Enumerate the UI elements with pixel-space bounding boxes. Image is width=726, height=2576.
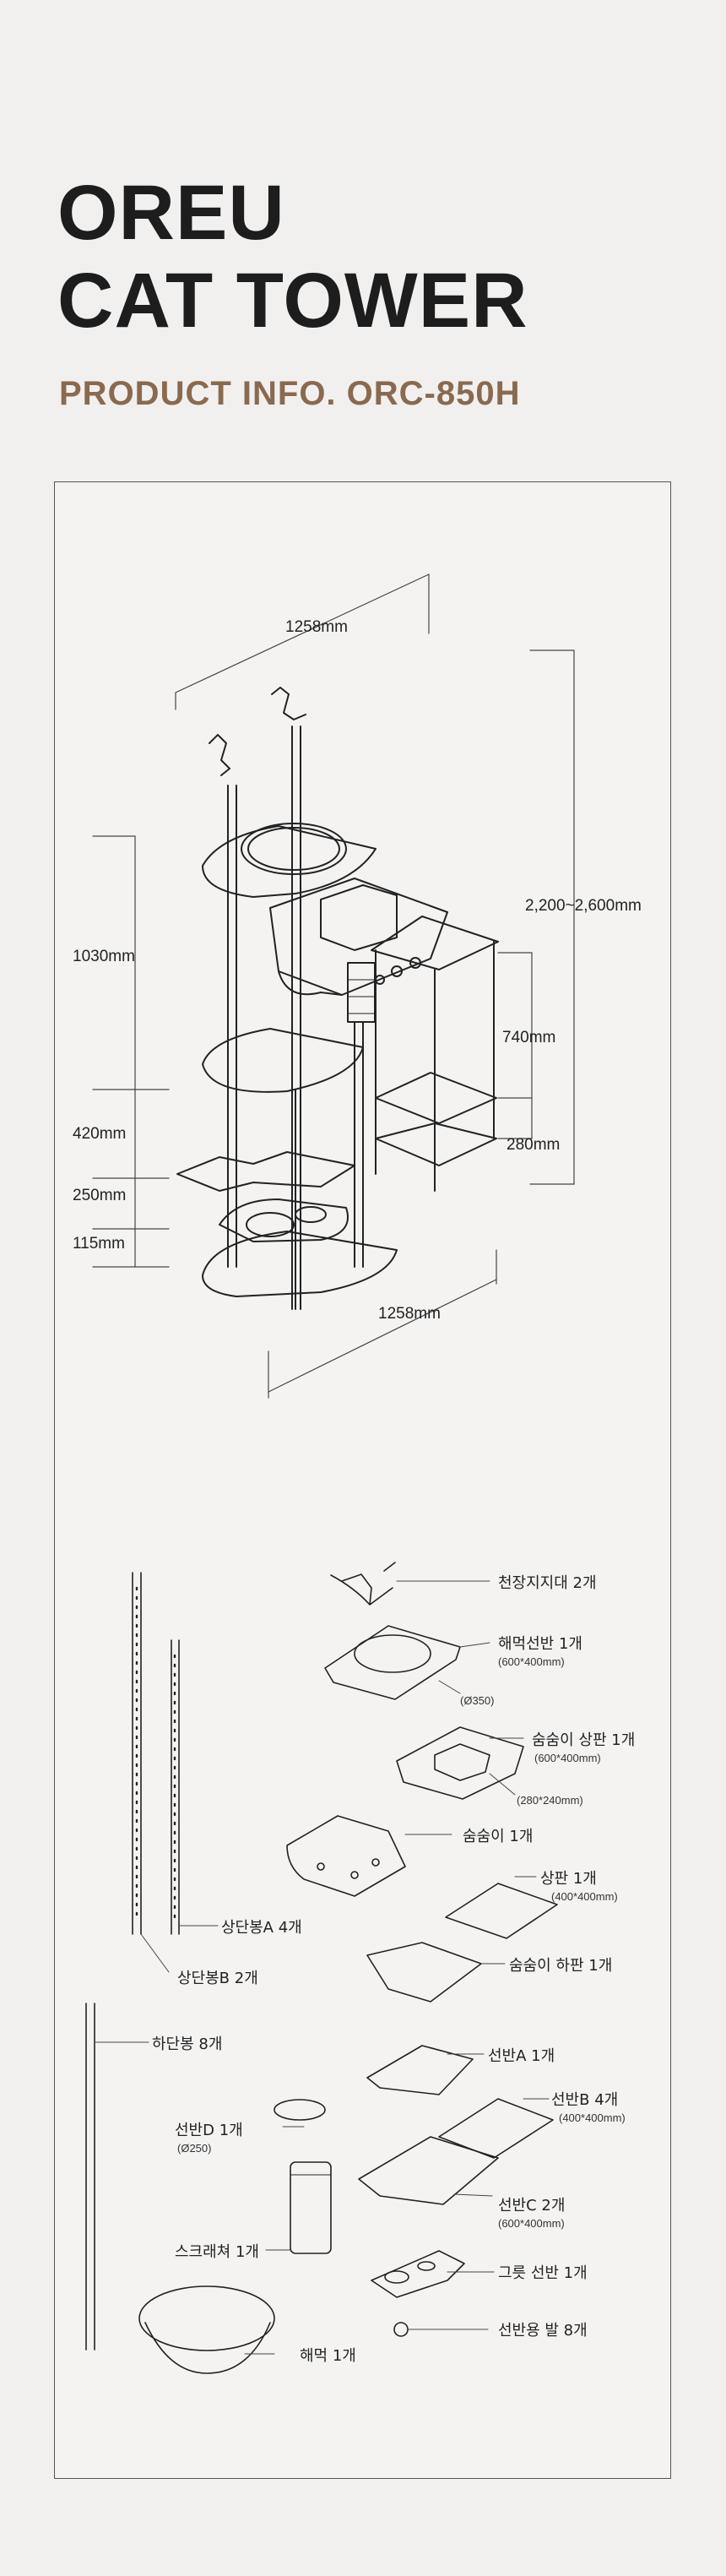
part-shelf-d: 선반D 1개 [175,2122,243,2139]
part-hammock-shelf-size: (600*400mm) [498,1655,565,1668]
part-top-plate-size: (400*400mm) [551,1890,618,1903]
dim-115: 115mm [73,1235,125,1253]
hammock-shelf [202,823,377,898]
product-diagram-frame [54,481,671,2479]
product-subtitle: PRODUCT INFO. ORC-850H [59,375,521,412]
part-upper-pole-b: 상단봉B 2개 [177,1970,258,1987]
part-shelf-c: 선반C 2개 [498,2197,566,2215]
dim-bottom-width: 1258mm [378,1305,441,1323]
part-shelf-c-size: (600*400mm) [498,2217,565,2230]
part-hammock-shelf: 해먹선반 1개 [498,1635,582,1653]
title-line-2: CAT TOWER [57,258,528,344]
dim-1030: 1030mm [73,948,135,965]
leader-lines [94,1580,550,2355]
part-hammock: 해먹 1개 [300,2347,356,2365]
part-scratcher: 스크래쳐 1개 [175,2243,259,2261]
part-shelf-b-size: (400*400mm) [559,2111,626,2124]
dim-top-width: 1258mm [285,618,348,636]
part-shelf-feet: 선반용 발 8개 [498,2322,588,2340]
part-ceiling-support: 천장지지대 2개 [498,1574,597,1592]
part-upper-pole-a: 상단봉A 4개 [221,1919,302,1937]
part-hideout: 숨숨이 1개 [463,1828,534,1845]
parts-drawings [85,1562,558,2374]
dim-280: 280mm [507,1136,561,1154]
dim-420: 420mm [73,1125,127,1143]
part-shelf-b: 선반B 4개 [551,2091,619,2109]
title-line-1: OREU [57,170,285,256]
part-hideout-top: 숨숨이 상판 1개 [532,1731,636,1749]
dimension-lines [92,573,575,1399]
part-shelf-a: 선반A 1개 [488,2047,555,2065]
part-hammock-hole-size: (Ø350) [460,1694,495,1707]
middle-shelves [176,1028,398,1297]
part-hideout-top-hole: (280*240mm) [517,1794,583,1807]
part-hideout-top-size: (600*400mm) [534,1752,601,1764]
hideout-box [269,878,448,996]
part-shelf-d-size: (Ø250) [177,2142,212,2155]
ceiling-supports [209,687,306,850]
scratcher-post [347,962,376,1023]
part-hideout-bottom: 숨숨이 하판 1개 [509,1957,613,1975]
dim-740: 740mm [502,1029,556,1046]
part-lower-pole: 하단봉 8개 [152,2035,223,2053]
part-bowl-shelf: 그릇 선반 1개 [498,2264,588,2282]
part-top-plate: 상판 1개 [540,1870,597,1888]
dim-total-height: 2,200~2,600mm [525,897,642,915]
right-frame [371,916,499,1192]
dim-250: 250mm [73,1187,127,1204]
page-title: OREU CAT TOWER [57,169,528,345]
